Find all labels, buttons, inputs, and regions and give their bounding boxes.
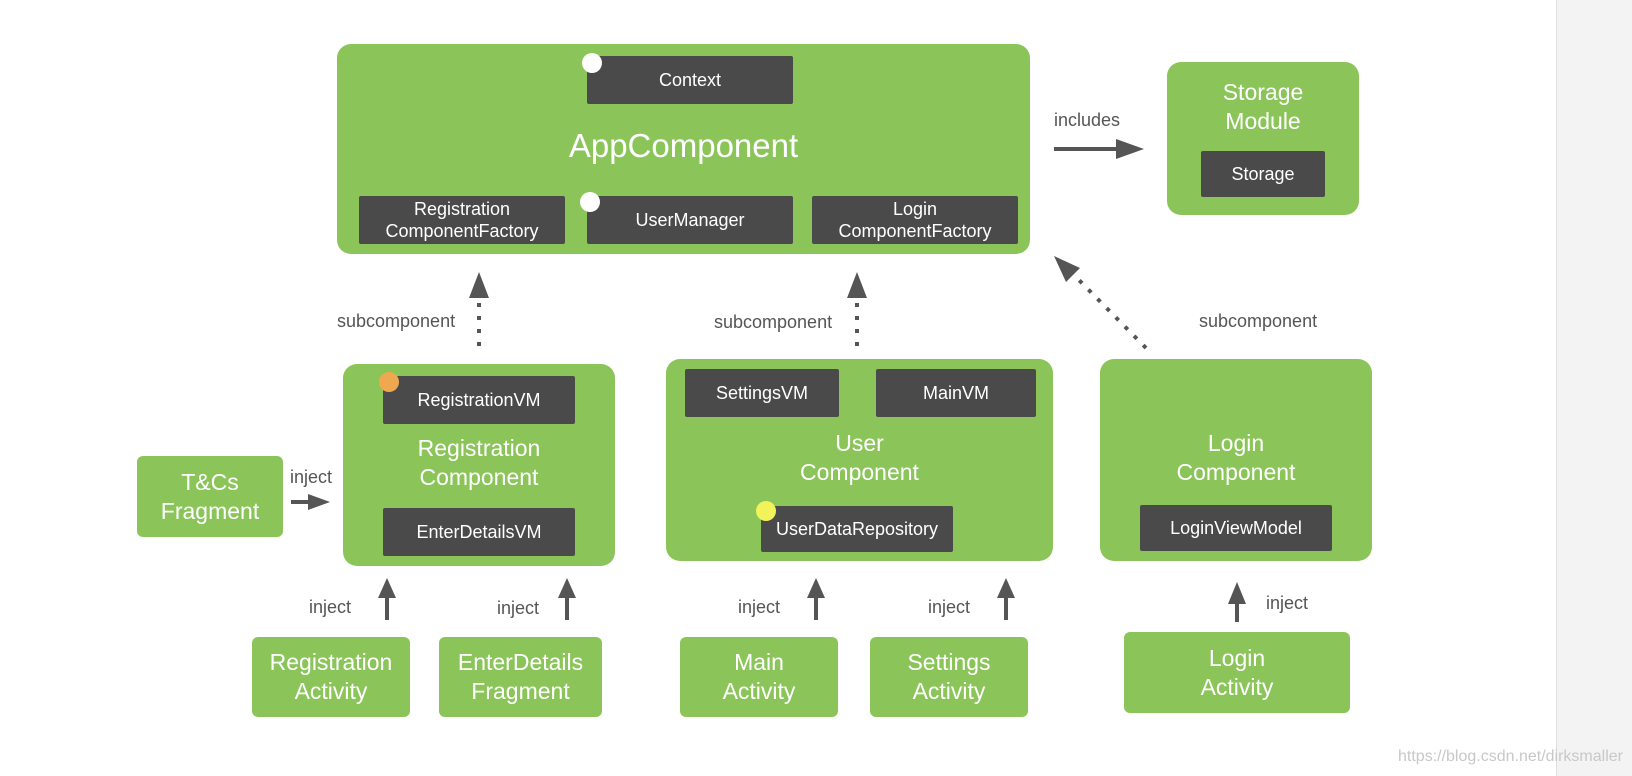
registration-component: RegistrationVM Registration Component En… [343,364,615,566]
includes-arrow [1054,139,1144,159]
enter-details-vm-chip: EnterDetailsVM [383,508,575,556]
inject-label-registration-activity: inject [309,597,352,617]
subcomponent-arrow-user [847,272,867,346]
registration-vm-chip: RegistrationVM [383,376,575,424]
user-manager-scope-dot [580,192,600,212]
registration-activity: Registration Activity [252,637,410,717]
user-component-title: User Component [800,430,919,485]
includes-label: includes [1054,110,1121,130]
context-chip: Context [587,56,793,104]
inject-arrow-main-activity [807,578,825,620]
subcomponent-label-registration: subcomponent [337,311,456,331]
user-data-repository-chip: UserDataRepository [761,506,953,552]
user-component: SettingsVM MainVM User Component UserDat… [666,359,1053,561]
user-data-repository-scope-dot [756,501,776,521]
subcomponent-arrow-registration [469,272,489,346]
inject-label-tcs: inject [290,467,333,487]
inject-arrow-tcs [291,494,330,510]
storage-module-title: Storage Module [1222,79,1304,134]
inject-arrow-enter-details [558,578,576,620]
settings-vm-chip: SettingsVM [685,369,839,417]
main-vm-chip: MainVM [876,369,1036,417]
inject-label-main-activity: inject [738,597,781,617]
login-activity: Login Activity [1124,632,1350,713]
login-view-model-chip: LoginViewModel [1140,505,1332,551]
login-component: Login Component LoginViewModel [1100,359,1372,561]
subcomponent-label-login: subcomponent [1199,311,1318,331]
watermark-text: https://blog.csdn.net/dirksmaller [1398,748,1623,765]
context-scope-dot [582,53,602,73]
settings-activity: Settings Activity [870,637,1028,717]
subcomponent-arrow-login [1054,256,1148,350]
inject-arrow-registration-activity [378,578,396,620]
inject-arrow-login-activity [1228,582,1246,622]
login-component-title: Login Component [1176,430,1296,485]
app-component: Context AppComponent Registration Compon… [337,44,1030,254]
inject-label-login-activity: inject [1266,593,1309,613]
storage-chip: Storage [1201,151,1325,197]
enter-details-fragment: EnterDetails Fragment [439,637,602,717]
inject-label-enter-details: inject [497,598,540,618]
subcomponent-label-user: subcomponent [714,312,833,332]
inject-label-settings-activity: inject [928,597,971,617]
storage-module: Storage Module Storage [1167,62,1359,215]
login-component-factory-chip: Login ComponentFactory [812,196,1018,244]
app-component-title: AppComponent [568,127,799,164]
tcs-fragment: T&Cs Fragment [137,456,283,537]
user-manager-chip: UserManager [587,196,793,244]
registration-vm-scope-dot [379,372,399,392]
right-margin-strip [1556,0,1632,776]
main-activity: Main Activity [680,637,838,717]
registration-component-factory-chip: Registration ComponentFactory [359,196,565,244]
inject-arrow-settings-activity [997,578,1015,620]
registration-component-title: Registration Component [417,435,541,490]
